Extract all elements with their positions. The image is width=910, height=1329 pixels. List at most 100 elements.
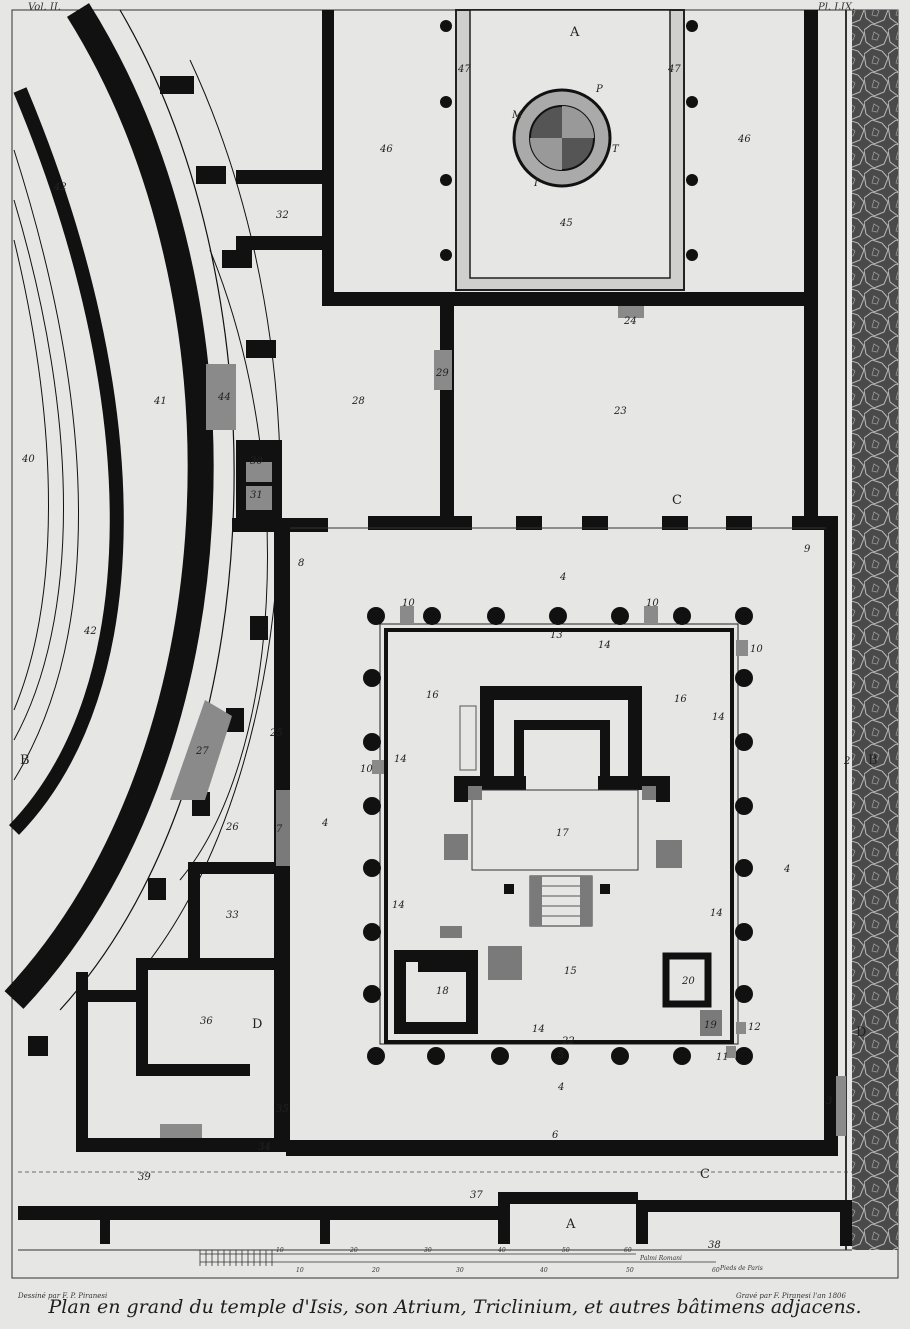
svg-text:42: 42 — [53, 182, 67, 193]
svg-text:11: 11 — [716, 1052, 729, 1063]
svg-text:20: 20 — [681, 976, 695, 987]
svg-text:3: 3 — [826, 1096, 832, 1107]
room-27-fill — [170, 700, 232, 800]
svg-text:7: 7 — [276, 824, 283, 835]
scale-lower-label: Pieds de Paris — [719, 1265, 763, 1272]
svg-text:16: 16 — [426, 690, 439, 701]
svg-text:10: 10 — [646, 598, 659, 609]
door-29 — [434, 350, 452, 390]
altar-letter-m: M — [511, 110, 523, 121]
temple-portico-wall — [384, 628, 734, 1044]
section-letter-d-right: D — [856, 1025, 866, 1040]
scale-lower-ticks: 10 20 30 40 50 60 — [296, 1267, 720, 1274]
courtyard-walls — [286, 516, 838, 1156]
svg-text:14: 14 — [532, 1024, 545, 1035]
svg-text:14: 14 — [712, 712, 725, 723]
svg-text:29: 29 — [435, 368, 449, 379]
svg-text:10: 10 — [296, 1267, 304, 1274]
stair-44 — [206, 364, 236, 430]
altar-letter-i: I — [533, 178, 539, 189]
svg-text:33: 33 — [226, 910, 239, 921]
section-letter-a-top: A — [569, 25, 580, 40]
section-letter-c-top: C — [672, 493, 682, 508]
paved-street — [852, 10, 898, 1250]
svg-text:20: 20 — [371, 1267, 380, 1274]
svg-text:40: 40 — [539, 1267, 548, 1274]
drawn-by-credit: Dessiné par F. P. Piranesi — [18, 1292, 108, 1300]
svg-text:26: 26 — [225, 822, 239, 833]
svg-text:4: 4 — [557, 1082, 564, 1093]
svg-text:13: 13 — [550, 630, 563, 641]
altar-round — [512, 88, 612, 188]
svg-text:16: 16 — [674, 694, 687, 705]
svg-text:30: 30 — [250, 456, 263, 467]
svg-text:34: 34 — [258, 1142, 271, 1153]
svg-text:4: 4 — [321, 818, 328, 829]
room-20 — [662, 952, 712, 1008]
svg-text:22: 22 — [561, 1036, 575, 1047]
plate-caption: Plan en grand du temple d'Isis, son Atri… — [48, 1296, 862, 1318]
svg-text:37: 37 — [470, 1190, 483, 1201]
svg-text:47: 47 — [457, 64, 471, 75]
svg-text:14: 14 — [598, 640, 611, 651]
svg-text:14: 14 — [710, 908, 723, 919]
svg-text:10: 10 — [750, 644, 763, 655]
svg-text:50: 50 — [562, 1247, 570, 1254]
room-7-fill — [276, 790, 290, 866]
svg-text:31: 31 — [250, 490, 263, 501]
svg-text:28: 28 — [351, 396, 365, 407]
scale-upper-ticks: 10 20 30 40 50 60 — [276, 1247, 632, 1254]
engraved-by-credit: Gravé par F. Piranesi l'an 1806 — [736, 1292, 846, 1300]
scale-upper-label: Palmi Romani — [639, 1255, 682, 1262]
svg-text:46: 46 — [737, 134, 751, 145]
svg-text:15: 15 — [564, 966, 577, 977]
svg-text:35: 35 — [276, 1104, 289, 1115]
section-letter-c-bottom: C — [700, 1167, 710, 1182]
svg-text:10: 10 — [402, 598, 415, 609]
scale-bars — [199, 1250, 716, 1266]
room-18 — [394, 950, 478, 1034]
svg-text:39: 39 — [138, 1172, 151, 1183]
svg-text:47: 47 — [667, 64, 681, 75]
section-letter-a-bottom: A — [565, 1217, 576, 1232]
svg-text:18: 18 — [436, 986, 449, 997]
svg-text:42: 42 — [83, 626, 97, 637]
svg-text:60: 60 — [712, 1267, 720, 1274]
svg-text:50: 50 — [626, 1267, 634, 1274]
svg-text:17: 17 — [556, 828, 569, 839]
svg-text:30: 30 — [456, 1267, 464, 1274]
cella — [454, 686, 670, 802]
svg-text:9: 9 — [804, 544, 811, 555]
volume-label: Vol. II. — [28, 2, 61, 13]
svg-text:24: 24 — [623, 316, 637, 327]
svg-text:14: 14 — [394, 754, 407, 765]
svg-text:20: 20 — [349, 1247, 358, 1254]
plate-number: Pl. LIX. — [818, 2, 856, 13]
svg-text:23: 23 — [613, 406, 627, 417]
portico-columns — [363, 607, 753, 1065]
svg-text:10: 10 — [276, 1247, 284, 1254]
svg-text:40: 40 — [497, 1247, 506, 1254]
svg-text:14: 14 — [392, 900, 405, 911]
svg-text:40: 40 — [21, 454, 35, 465]
svg-text:4: 4 — [559, 572, 566, 583]
svg-text:45: 45 — [559, 218, 573, 229]
altar-letter-t: T — [612, 144, 620, 155]
svg-text:4: 4 — [783, 864, 790, 875]
svg-text:41: 41 — [153, 396, 167, 407]
svg-text:60: 60 — [624, 1247, 632, 1254]
pronaos — [471, 789, 639, 871]
svg-text:36: 36 — [200, 1016, 213, 1027]
svg-text:5: 5 — [558, 1050, 564, 1061]
atrium-columns — [440, 20, 698, 261]
altar-letter-p: P — [595, 84, 603, 95]
svg-text:10: 10 — [360, 764, 373, 775]
section-letter-d-left: D — [252, 1017, 262, 1032]
svg-text:25: 25 — [269, 728, 283, 739]
lower-lane-walls — [18, 1192, 852, 1246]
section-letter-b-left: B — [20, 753, 30, 768]
section-letter-b-right: B — [868, 753, 878, 768]
svg-text:38: 38 — [708, 1240, 721, 1251]
